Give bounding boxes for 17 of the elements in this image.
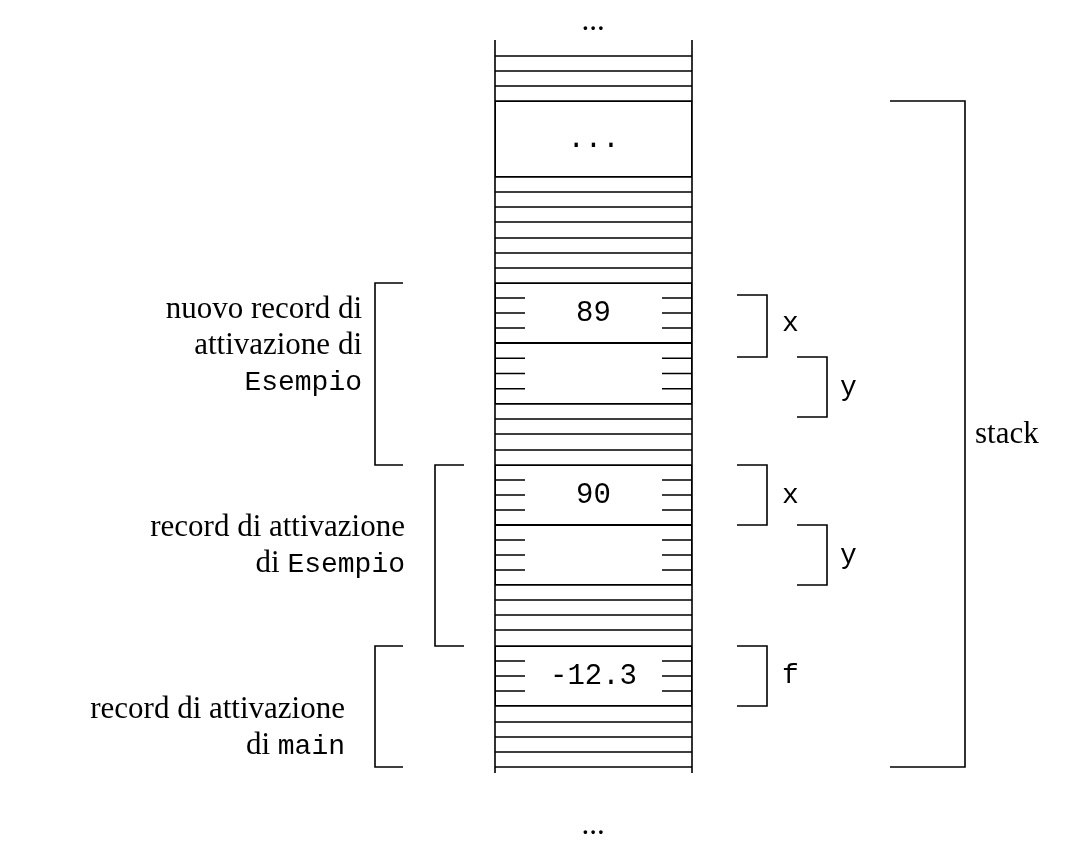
ellipsis: ... — [580, 2, 606, 38]
variable-name: x — [782, 479, 799, 513]
stack-slot — [495, 525, 692, 585]
variable-name: f — [782, 659, 799, 693]
stack-slot — [495, 101, 692, 177]
bracket-label: record di attivazione di Esempio — [150, 508, 405, 582]
bracket-label: stack — [975, 415, 1039, 451]
variable-name: y — [840, 539, 857, 573]
ellipsis: ... — [580, 806, 606, 842]
variable-name: y — [840, 371, 857, 405]
stack-slot — [495, 465, 692, 525]
variable-name: x — [782, 307, 799, 341]
stack-slot — [495, 343, 692, 404]
stack-slot — [495, 283, 692, 343]
bracket-label: record di attivazione di main — [90, 690, 345, 764]
stack-slot — [495, 646, 692, 706]
bracket-label: nuovo record di attivazione di Esempio — [165, 290, 362, 400]
